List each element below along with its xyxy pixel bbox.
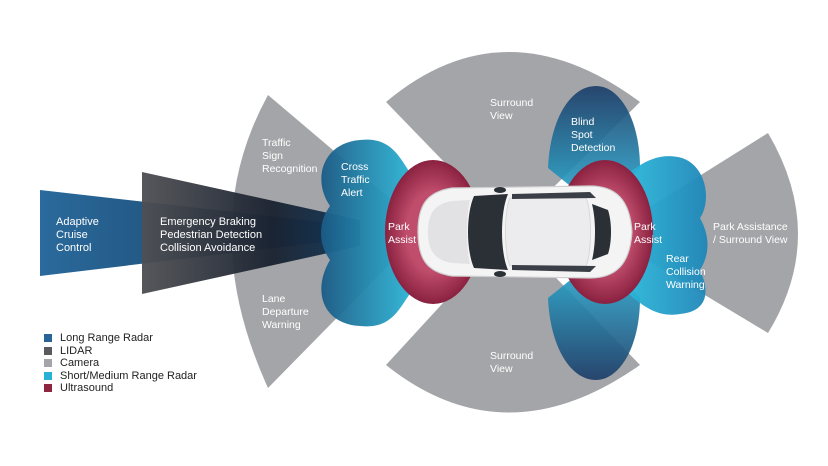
- legend-label: LIDAR: [60, 344, 93, 357]
- legend-item-short-medium-radar: Short/Medium Range Radar: [44, 370, 197, 383]
- cross-traffic-label: Cross Traffic Alert: [341, 161, 373, 199]
- legend-item-camera: Camera: [44, 357, 197, 370]
- windshield: [468, 194, 508, 270]
- side-windows-bottom: [512, 265, 596, 272]
- park-assistance-label: Park Assistance / Surround View: [713, 221, 791, 246]
- surround-view-top-label: Surround View: [490, 97, 536, 122]
- lane-departure-label: Lane Departure Warning: [262, 293, 312, 331]
- park-assist-front-label: Park Assist: [388, 221, 416, 246]
- legend-swatch: [44, 346, 52, 355]
- rear-window: [592, 204, 611, 260]
- legend-swatch: [44, 359, 52, 368]
- legend: Long Range Radar LIDAR Camera Short/Medi…: [44, 332, 197, 395]
- roof: [505, 197, 591, 267]
- legend-swatch: [44, 384, 52, 393]
- park-assist-rear-label: Park Assist: [634, 221, 662, 246]
- legend-swatch: [44, 371, 52, 380]
- side-windows-top: [512, 192, 596, 199]
- emergency-braking-label: Emergency Braking Pedestrian Detection C…: [160, 216, 265, 254]
- legend-item-long-range-radar: Long Range Radar: [44, 332, 197, 345]
- mirror-top: [494, 187, 506, 193]
- traffic-sign-label: Traffic Sign Recognition: [262, 137, 318, 175]
- lidar-zone: [142, 172, 360, 294]
- legend-swatch: [44, 334, 52, 343]
- legend-label: Camera: [60, 357, 100, 370]
- rear-collision-label: Rear Collision Warning: [666, 253, 709, 291]
- car-top-view: [417, 185, 633, 279]
- legend-item-ultrasound: Ultrasound: [44, 382, 197, 395]
- legend-label: Long Range Radar: [60, 332, 153, 345]
- legend-label: Short/Medium Range Radar: [60, 369, 197, 382]
- legend-label: Ultrasound: [60, 382, 114, 395]
- surround-view-bottom-label: Surround View: [490, 350, 536, 375]
- mirror-bottom: [494, 271, 506, 277]
- adaptive-cruise-label: Adaptive Cruise Control: [56, 216, 102, 254]
- legend-item-lidar: LIDAR: [44, 345, 197, 358]
- blind-spot-label: Blind Spot Detection: [571, 116, 616, 154]
